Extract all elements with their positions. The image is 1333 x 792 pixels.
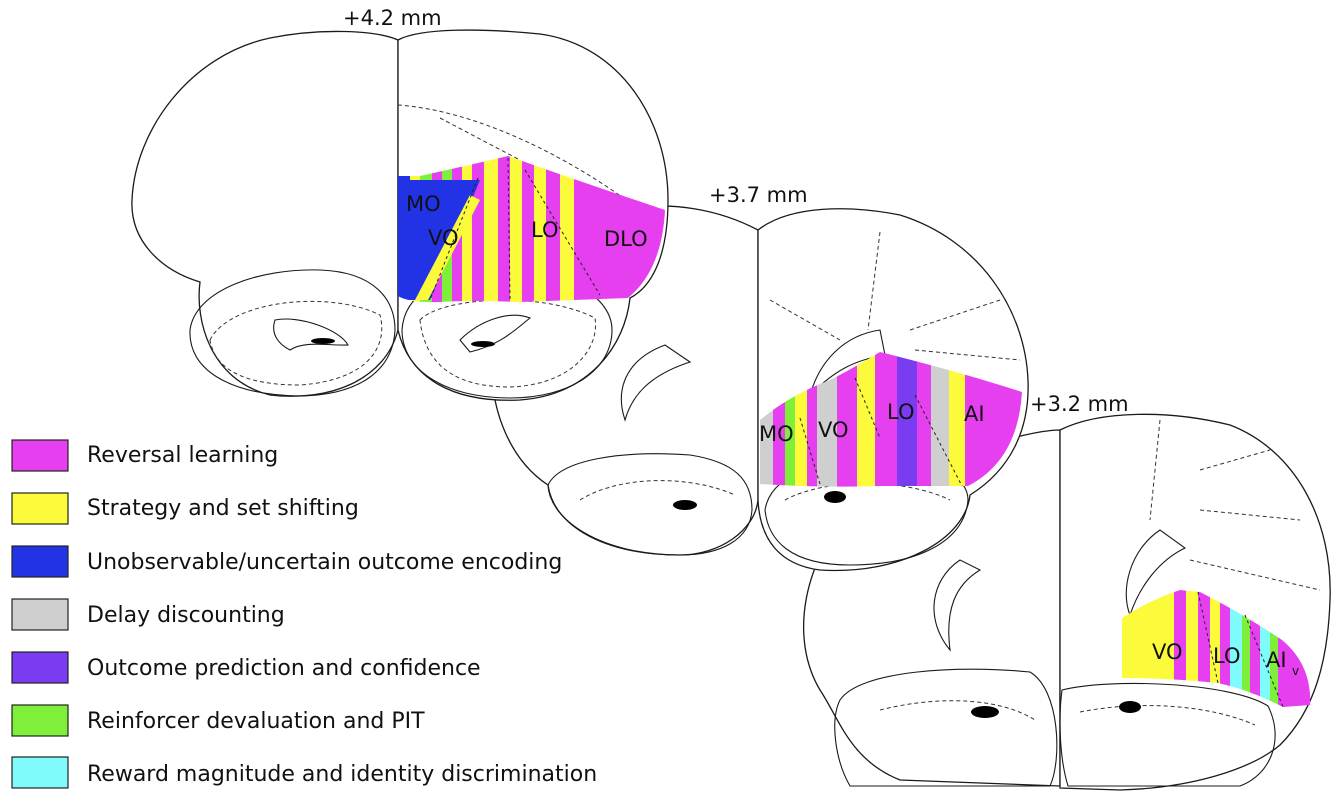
legend-item: Reward magnitude and identity discrimina…: [12, 757, 597, 788]
legend-swatch: [12, 546, 68, 577]
section-1: +4.2 mm MO VO LO DLO: [132, 6, 674, 400]
legend-swatch: [12, 440, 68, 471]
legend-label: Unobservable/uncertain outcome encoding: [87, 550, 562, 575]
legend-label: Reversal learning: [87, 443, 278, 468]
legend-label: Outcome prediction and confidence: [87, 656, 481, 681]
legend-item: Outcome prediction and confidence: [12, 652, 481, 683]
legend-swatch: [12, 705, 68, 736]
legend-item: Unobservable/uncertain outcome encoding: [12, 546, 562, 577]
legend-swatch: [12, 757, 68, 788]
legend: Reversal learning Strategy and set shift…: [12, 440, 597, 788]
legend-item: Reinforcer devaluation and PIT: [12, 705, 425, 736]
region-label-vo: VO: [428, 226, 459, 250]
legend-label: Reinforcer devaluation and PIT: [87, 709, 425, 734]
region-label-mo: MO: [759, 422, 794, 446]
legend-item: Reversal learning: [12, 440, 278, 471]
legend-label: Delay discounting: [87, 603, 285, 628]
legend-swatch: [12, 652, 68, 683]
section-1-left-hemisphere: [132, 31, 398, 396]
legend-item: Strategy and set shifting: [12, 493, 359, 524]
region-label-vo: VO: [818, 418, 849, 442]
region-label-ai-subscript: v: [1292, 664, 1299, 678]
legend-swatch: [12, 599, 68, 630]
section-2-label: +3.7 mm: [709, 183, 808, 207]
region-label-lo: LO: [887, 400, 914, 424]
region-label-mo: MO: [406, 192, 441, 216]
legend-item: Delay discounting: [12, 599, 285, 630]
region-label-lo: LO: [1213, 644, 1240, 668]
region-label-dlo: DLO: [604, 227, 648, 251]
legend-swatch: [12, 493, 68, 524]
section-3-label: +3.2 mm: [1030, 392, 1129, 416]
region-label-vo: VO: [1152, 640, 1183, 664]
region-label-lo: LO: [531, 218, 558, 242]
legend-label: Reward magnitude and identity discrimina…: [87, 762, 597, 787]
legend-label: Strategy and set shifting: [87, 496, 359, 521]
region-label-ai: AI: [1266, 648, 1287, 672]
region-label-ai: AI: [964, 402, 985, 426]
section-1-label: +4.2 mm: [343, 6, 442, 30]
